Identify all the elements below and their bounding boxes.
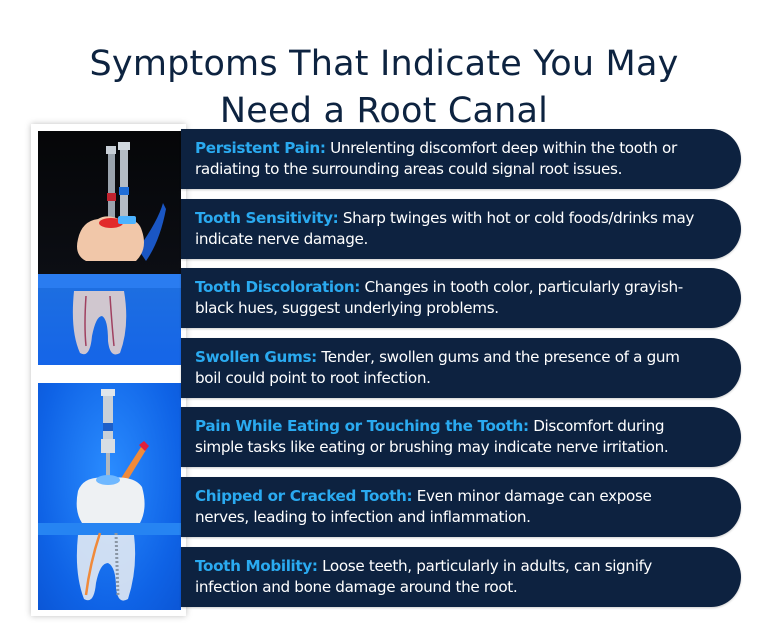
tooth-with-file-and-gutta-percha-illustration <box>38 389 181 601</box>
symptom-label: Tooth Sensitivity: <box>195 208 339 227</box>
symptom-label: Pain While Eating or Touching the Tooth: <box>195 417 529 436</box>
tooth-with-files-illustration <box>38 142 181 355</box>
root-canal-photo-1 <box>38 131 181 365</box>
symptom-label: Tooth Mobility: <box>195 556 318 575</box>
symptom-item-persistent-pain: Persistent Pain: Unrelenting discomfort … <box>181 129 741 189</box>
symptom-item-swollen-gums: Swollen Gums: Tender, swollen gums and t… <box>181 337 741 398</box>
symptom-label: Chipped or Cracked Tooth: <box>195 486 413 505</box>
root-canal-photo-2 <box>38 383 181 610</box>
symptom-label: Persistent Pain: <box>195 139 326 157</box>
title-line-2: Need a Root Canal <box>219 91 549 132</box>
symptom-description: Unrelenting discomfort deep within the t… <box>195 139 677 178</box>
symptom-item-chipped-cracked-tooth: Chipped or Cracked Tooth: Even minor dam… <box>181 476 741 537</box>
symptom-description: Tender, swollen gums and the presence of… <box>195 347 680 387</box>
symptom-item-tooth-mobility: Tooth Mobility: Loose teeth, particularl… <box>181 546 741 607</box>
page-title: Symptoms That Indicate You May Need a Ro… <box>0 41 768 135</box>
symptom-description: Discomfort during simple tasks like eati… <box>195 417 669 457</box>
symptoms-list: Persistent Pain: Unrelenting discomfort … <box>181 129 741 616</box>
symptom-item-tooth-discoloration: Tooth Discoloration: Changes in tooth co… <box>181 268 741 329</box>
symptom-item-pain-while-eating: Pain While Eating or Touching the Tooth:… <box>181 407 741 468</box>
title-line-1: Symptoms That Indicate You May <box>89 44 679 85</box>
symptom-description: Sharp twinges with hot or cold foods/dri… <box>195 208 695 248</box>
image-column <box>31 124 186 616</box>
symptom-label: Tooth Discoloration: <box>195 278 361 297</box>
symptom-description: Even minor damage can expose nerves, lea… <box>195 486 652 526</box>
symptom-item-tooth-sensitivity: Tooth Sensitivity: Sharp twinges with ho… <box>181 198 741 259</box>
symptom-label: Swollen Gums: <box>195 347 317 366</box>
symptom-description: Loose teeth, particularly in adults, can… <box>195 556 652 596</box>
symptom-description: Changes in tooth color, particularly gra… <box>195 278 683 318</box>
